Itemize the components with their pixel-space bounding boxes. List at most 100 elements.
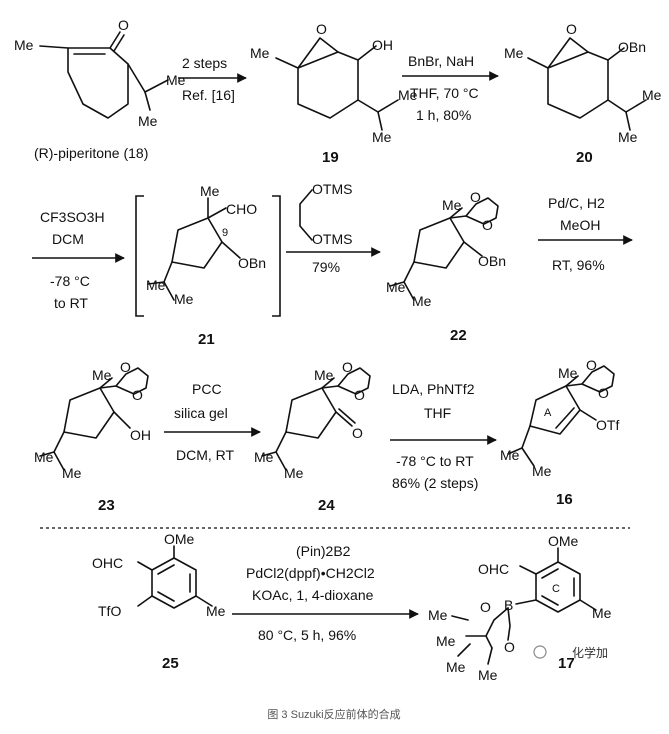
condition-text: DCM, RT — [176, 447, 235, 463]
condition-text: THF — [424, 405, 451, 421]
compound-number-17: 17 — [558, 655, 575, 672]
condition-text: Ref. [16] — [182, 87, 235, 103]
label-otms: OTMS — [312, 231, 352, 247]
label-me: Me — [34, 449, 54, 465]
watermark-text: 化学加 — [572, 645, 608, 660]
label-ome: OMe — [548, 533, 579, 549]
label-me: Me — [200, 183, 220, 199]
label-me: Me — [436, 633, 456, 649]
label-o: O — [354, 387, 365, 403]
label-o: O — [120, 359, 131, 375]
label-otms: OTMS — [312, 181, 352, 197]
label-oh: OH — [130, 427, 151, 443]
label-otf: OTf — [596, 417, 619, 433]
compound-number-21: 21 — [198, 331, 215, 348]
label-me: Me — [642, 87, 662, 103]
label-me: Me — [398, 87, 418, 103]
label-tfo: TfO — [98, 603, 121, 619]
structure-23: Me O O OH Me Me 23 — [34, 359, 151, 514]
condition-text: 2 steps — [182, 55, 227, 71]
structure-16: Me O O A OTf Me Me 16 — [500, 357, 619, 508]
label-me: Me — [532, 463, 552, 479]
label-o: O — [586, 357, 597, 373]
condition-text: BnBr, NaH — [408, 53, 474, 69]
label-me: Me — [558, 365, 578, 381]
condition-text: Pd/C, H2 — [548, 195, 605, 211]
label-o: O — [132, 387, 143, 403]
label-ome: OMe — [164, 531, 195, 547]
compound-number-23: 23 — [98, 497, 115, 514]
label-me: Me — [618, 129, 638, 145]
label-me: Me — [174, 291, 194, 307]
structure-22: Me O O OBn Me Me 22 — [386, 189, 506, 344]
label-me: Me — [138, 113, 158, 129]
label-me: Me — [446, 659, 466, 675]
condition-text: (Pin)2B2 — [296, 543, 351, 559]
label-me: Me — [442, 197, 462, 213]
label-cho: CHO — [226, 201, 257, 217]
watermark: 化学加 — [533, 645, 608, 660]
label-o: O — [352, 425, 363, 441]
structure-24: Me O O O Me Me 24 — [254, 359, 371, 514]
label-c9: 9 — [222, 227, 228, 239]
label-me: Me — [166, 72, 186, 88]
compound-number-20: 20 — [576, 149, 593, 166]
label-ring-a: A — [544, 407, 552, 419]
label-me: Me — [92, 367, 112, 383]
label-me: Me — [284, 465, 304, 481]
compound-number-16: 16 — [556, 491, 573, 508]
condition-text: 79% — [312, 259, 340, 275]
label-o: O — [598, 385, 609, 401]
structure-18: Me O Me Me (R)-piperitone (18) — [14, 17, 186, 161]
label-me: Me — [254, 449, 274, 465]
label-ring-c: C — [552, 583, 560, 595]
compound-name-piperitone: (R)-piperitone (18) — [34, 145, 148, 161]
structure-21: Me CHO 9 OBn Me Me 21 — [146, 183, 266, 348]
label-obn: OBn — [618, 39, 646, 55]
label-me: Me — [504, 45, 524, 61]
condition-text: DCM — [52, 231, 84, 247]
watermark-logo-icon — [533, 645, 547, 659]
condition-text: -78 °C to RT — [396, 453, 474, 469]
label-me: Me — [250, 45, 270, 61]
condition-text: KOAc, 1, 4-dioxane — [252, 587, 374, 603]
label-o: O — [470, 189, 481, 205]
label-o: O — [342, 359, 353, 375]
label-me: Me — [428, 607, 448, 623]
compound-number-25: 25 — [162, 655, 179, 672]
compound-number-22: 22 — [450, 327, 467, 344]
condition-text: 86% (2 steps) — [392, 475, 478, 491]
label-oh: OH — [372, 37, 393, 53]
condition-text: MeOH — [560, 217, 600, 233]
figure-caption: 图 3 Suzuki反应前体的合成 — [267, 707, 400, 721]
label-me: Me — [592, 605, 612, 621]
structure-17: OMe OHC C Me B O O Me Me Me Me 17 — [428, 533, 612, 683]
condition-text: PdCl2(dppf)•CH2Cl2 — [246, 565, 375, 581]
label-me: Me — [146, 277, 166, 293]
condition-text: to RT — [54, 295, 88, 311]
condition-text: THF, 70 °C — [410, 85, 479, 101]
structure-25: OMe OHC TfO Me 25 — [92, 531, 226, 672]
condition-text: silica gel — [174, 405, 228, 421]
structure-20: Me O OBn Me Me 20 — [504, 21, 662, 166]
label-ohc: OHC — [478, 561, 509, 577]
label-obn: OBn — [478, 253, 506, 269]
label-o: O — [316, 21, 327, 37]
condition-text: -78 °C — [50, 273, 90, 289]
label-me: Me — [386, 279, 406, 295]
structure-19: Me O OH Me Me 19 — [250, 21, 418, 166]
condition-text: 80 °C, 5 h, 96% — [258, 627, 356, 643]
condition-text: CF3SO3H — [40, 209, 105, 225]
label-o: O — [118, 17, 129, 33]
condition-text: 1 h, 80% — [416, 107, 471, 123]
label-me: Me — [206, 603, 226, 619]
label-b: B — [504, 597, 513, 613]
label-o: O — [504, 639, 515, 655]
compound-number-24: 24 — [318, 497, 335, 514]
label-obn: OBn — [238, 255, 266, 271]
label-me: Me — [412, 293, 432, 309]
label-me: Me — [14, 37, 34, 53]
label-me: Me — [478, 667, 498, 683]
condition-text: LDA, PhNTf2 — [392, 381, 475, 397]
label-o: O — [482, 217, 493, 233]
